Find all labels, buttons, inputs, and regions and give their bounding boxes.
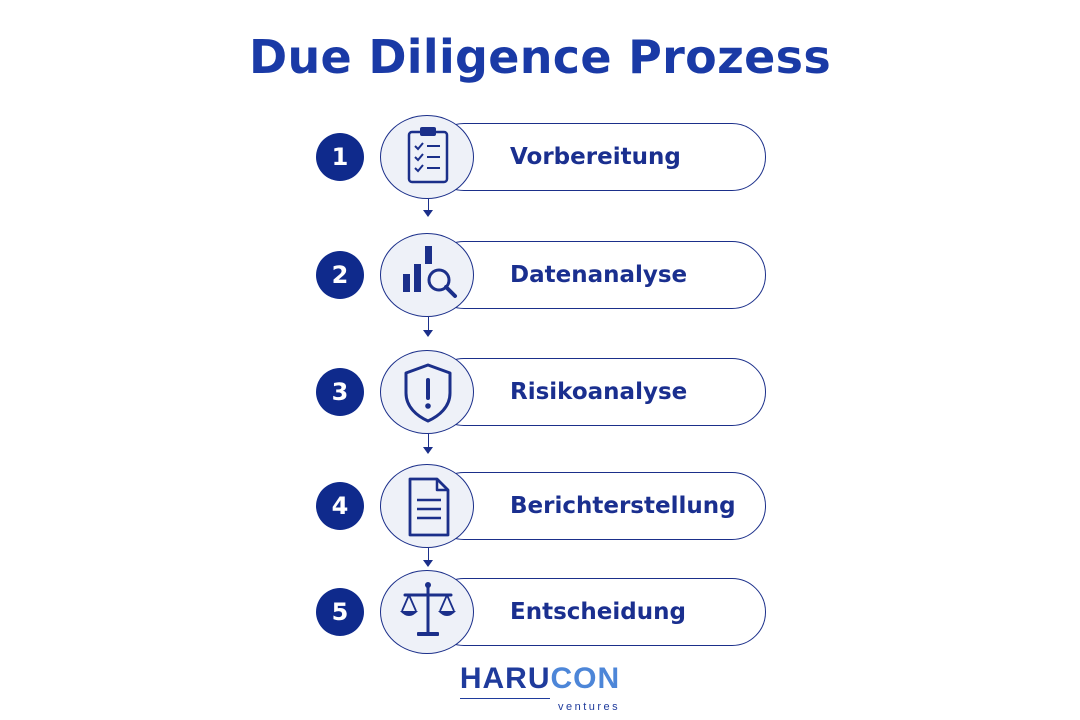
connector-line: [428, 317, 429, 330]
step-1-pill: [430, 123, 766, 191]
arrow-down-icon: [423, 447, 433, 454]
balance-scale-icon: [400, 582, 456, 636]
step-3-number-badge: 3: [316, 368, 364, 416]
step-2-pill: [430, 241, 766, 309]
step-2-icon-circle: [380, 233, 474, 317]
step-5: Entscheidung 5: [0, 570, 1080, 654]
shield-exclamation-icon: [404, 363, 452, 423]
step-2: Datenanalyse 2: [0, 233, 1080, 317]
step-4-icon-circle: [380, 464, 474, 548]
step-2-number-badge: 2: [316, 251, 364, 299]
page-title: Due Diligence Prozess: [248, 30, 832, 84]
arrow-down-icon: [423, 330, 433, 337]
step-1-icon-circle: [380, 115, 474, 199]
step-1: Vorbereitung 1: [0, 115, 1080, 199]
step-5-icon-circle: [380, 570, 474, 654]
step-3-pill: [430, 358, 766, 426]
clipboard-checklist-icon: [407, 127, 449, 184]
step-4-label: Berichterstellung: [510, 493, 736, 519]
step-5-pill: [430, 578, 766, 646]
bar-chart-magnifier-icon: [403, 246, 457, 298]
step-5-label: Entscheidung: [510, 599, 686, 625]
logo-part-haru: HARU: [459, 662, 551, 695]
logo-tagline: ventures: [557, 701, 621, 713]
logo-wordmark: HARUCON ventures: [459, 662, 621, 713]
step-5-number-badge: 5: [316, 588, 364, 636]
logo-underline: [459, 698, 550, 699]
document-icon: [408, 477, 450, 537]
logo-part-con: CON: [550, 662, 621, 695]
step-4-pill: [430, 472, 766, 540]
brand-logo: HARUCON ventures: [0, 662, 1080, 713]
step-1-number-badge: 1: [316, 133, 364, 181]
step-3: Risikoanalyse 3: [0, 350, 1080, 434]
step-2-label: Datenanalyse: [510, 262, 688, 288]
connector-line: [428, 548, 429, 561]
step-3-icon-circle: [380, 350, 474, 434]
connector-line: [428, 434, 429, 448]
step-4-number-badge: 4: [316, 482, 364, 530]
arrow-down-icon: [423, 560, 433, 567]
step-1-label: Vorbereitung: [510, 144, 681, 170]
step-4: Berichterstellung 4: [0, 464, 1080, 548]
arrow-down-icon: [423, 210, 433, 217]
step-3-label: Risikoanalyse: [510, 379, 688, 405]
connector-line: [428, 199, 429, 211]
